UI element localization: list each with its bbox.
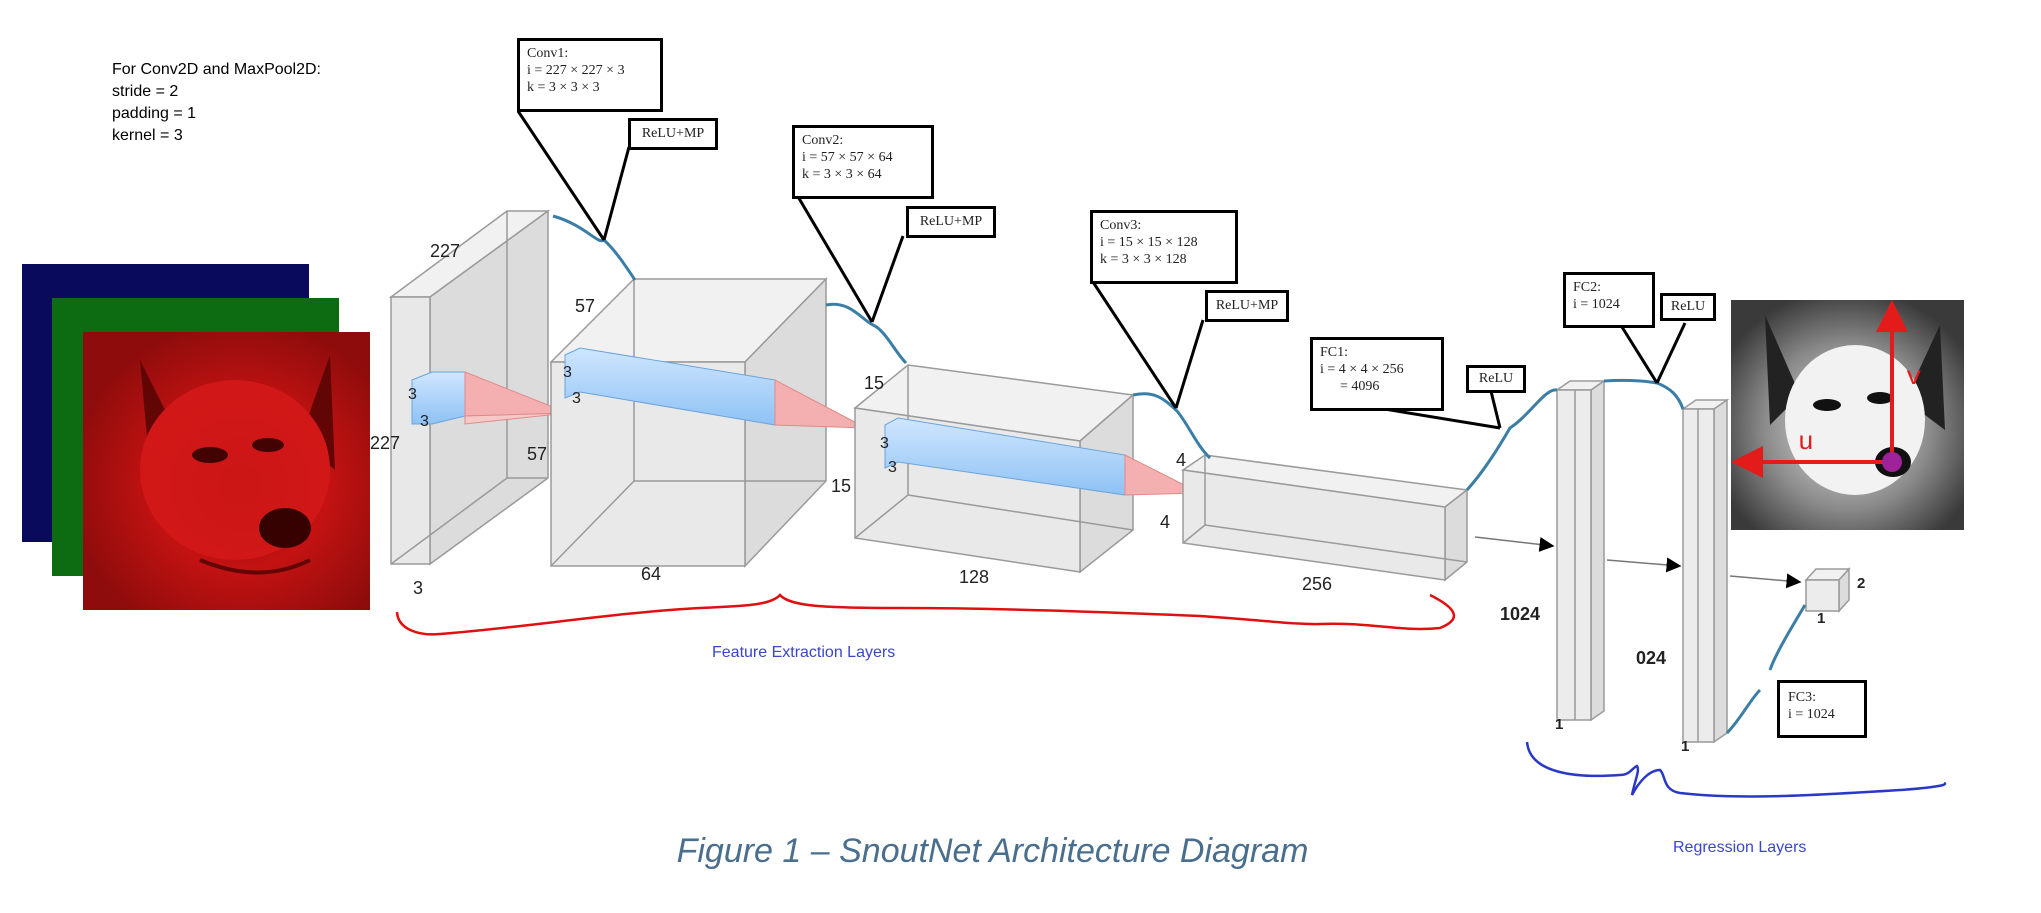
- u-label: u: [1798, 427, 1814, 457]
- fc3-title: FC3:: [1788, 690, 1817, 705]
- v-label: v: [1906, 362, 1922, 392]
- conv3-volume: [1180, 454, 1469, 582]
- fc2-activation: ReLU: [1660, 293, 1716, 321]
- conv1-kernel: [411, 371, 569, 425]
- conv2-box: Conv2: i = 57 × 57 × 64 k = 3 × 3 × 64: [792, 125, 934, 199]
- conv2-depth-label: 128: [959, 567, 990, 587]
- fc3-out-b: 1: [1817, 610, 1826, 627]
- conv3-depth-label: 256: [1302, 574, 1333, 594]
- input-depth-label: 3: [413, 578, 424, 598]
- husky-face: [140, 355, 335, 575]
- stride-note: stride = 2: [112, 83, 179, 100]
- fc1-activation: ReLU: [1466, 365, 1526, 393]
- conv2-width-label: 15: [864, 373, 885, 393]
- conv2-kernel-size: k = 3 × 3 × 64: [802, 167, 882, 182]
- conv3-width-label: 4: [1176, 450, 1187, 470]
- feature-bracket: [395, 593, 1456, 636]
- conv3-input: i = 15 × 15 × 128: [1100, 235, 1198, 250]
- input-width-label: 227: [430, 241, 461, 261]
- fc2-title: FC2:: [1573, 280, 1602, 295]
- fc1-input: i = 4 × 4 × 256: [1320, 362, 1404, 377]
- conv1-width-label: 57: [575, 296, 596, 316]
- fc2-unit-label: 1: [1681, 738, 1690, 755]
- figure-caption: Figure 1 – SnoutNet Architecture Diagram: [676, 832, 1309, 870]
- conv1-kernel-size: k = 3 × 3 × 3: [527, 80, 600, 95]
- fc3-out-a: 2: [1857, 575, 1866, 592]
- fc1-input-total: = 4096: [1340, 379, 1380, 394]
- conv1-kernel-b: 3: [420, 413, 429, 430]
- conv1-depth-label: 64: [641, 564, 662, 584]
- conv3-activation: ReLU+MP: [1205, 290, 1289, 322]
- conv3-kernel-b: 3: [888, 459, 897, 476]
- fc3-cube: [1804, 567, 1851, 613]
- conv2-height-label: 15: [831, 476, 852, 496]
- conv2-title: Conv2:: [802, 133, 844, 148]
- conv3-title: Conv3:: [1100, 218, 1142, 233]
- conv3-kernel: [884, 417, 1201, 496]
- fc-arrows: [1474, 536, 1802, 589]
- snout-point: [1882, 452, 1902, 472]
- input-image: [22, 264, 370, 610]
- regression-bracket: [1525, 741, 1947, 798]
- fc2-input: i = 1024: [1573, 297, 1620, 312]
- fc1-box: FC1: i = 4 × 4 × 256 = 4096: [1310, 337, 1444, 411]
- pointer-lines: [516, 110, 1687, 430]
- padding-note: padding = 1: [112, 105, 197, 122]
- fc1-bar: [1554, 379, 1607, 722]
- conv3-box: Conv3: i = 15 × 15 × 128 k = 3 × 3 × 128: [1090, 210, 1238, 284]
- conv1-box: Conv1: i = 227 × 227 × 3 k = 3 × 3 × 3: [517, 38, 663, 112]
- regression-layers-label: Regression Layers: [1673, 839, 1807, 856]
- fc1-size-label: 1024: [1500, 604, 1541, 624]
- conv3-kernel-size: k = 3 × 3 × 128: [1100, 252, 1187, 267]
- conv2-kernel-a: 3: [563, 364, 572, 381]
- conv2-input: i = 57 × 57 × 64: [802, 150, 893, 165]
- fc1-unit-label: 1: [1555, 716, 1564, 733]
- fc2-size-label: 024: [1636, 648, 1667, 668]
- input-height-label: 227: [370, 433, 401, 453]
- fc1-title: FC1:: [1320, 345, 1349, 360]
- feature-extraction-label: Feature Extraction Layers: [712, 644, 896, 661]
- kernel-note: kernel = 3: [112, 127, 183, 144]
- stride-note-title: For Conv2D and MaxPool2D:: [112, 61, 321, 78]
- conv1-kernel-a: 3: [408, 386, 417, 403]
- conv3-kernel-a: 3: [880, 435, 889, 452]
- output-image: [1731, 300, 1964, 530]
- conv3-height-label: 4: [1160, 512, 1171, 532]
- conv1-height-label: 57: [527, 444, 548, 464]
- fc2-bar: [1680, 398, 1730, 744]
- conv2-activation: ReLU+MP: [906, 206, 996, 238]
- fc2-box: FC2: i = 1024: [1563, 272, 1655, 328]
- fc3-input: i = 1024: [1788, 707, 1835, 722]
- conv2-kernel-b: 3: [572, 390, 581, 407]
- conv1-input: i = 227 × 227 × 3: [527, 63, 625, 78]
- conv1-activation: ReLU+MP: [628, 118, 718, 150]
- conv2-kernel: [564, 347, 867, 429]
- fc3-box: FC3: i = 1024: [1777, 680, 1867, 738]
- conv1-title: Conv1:: [527, 46, 569, 61]
